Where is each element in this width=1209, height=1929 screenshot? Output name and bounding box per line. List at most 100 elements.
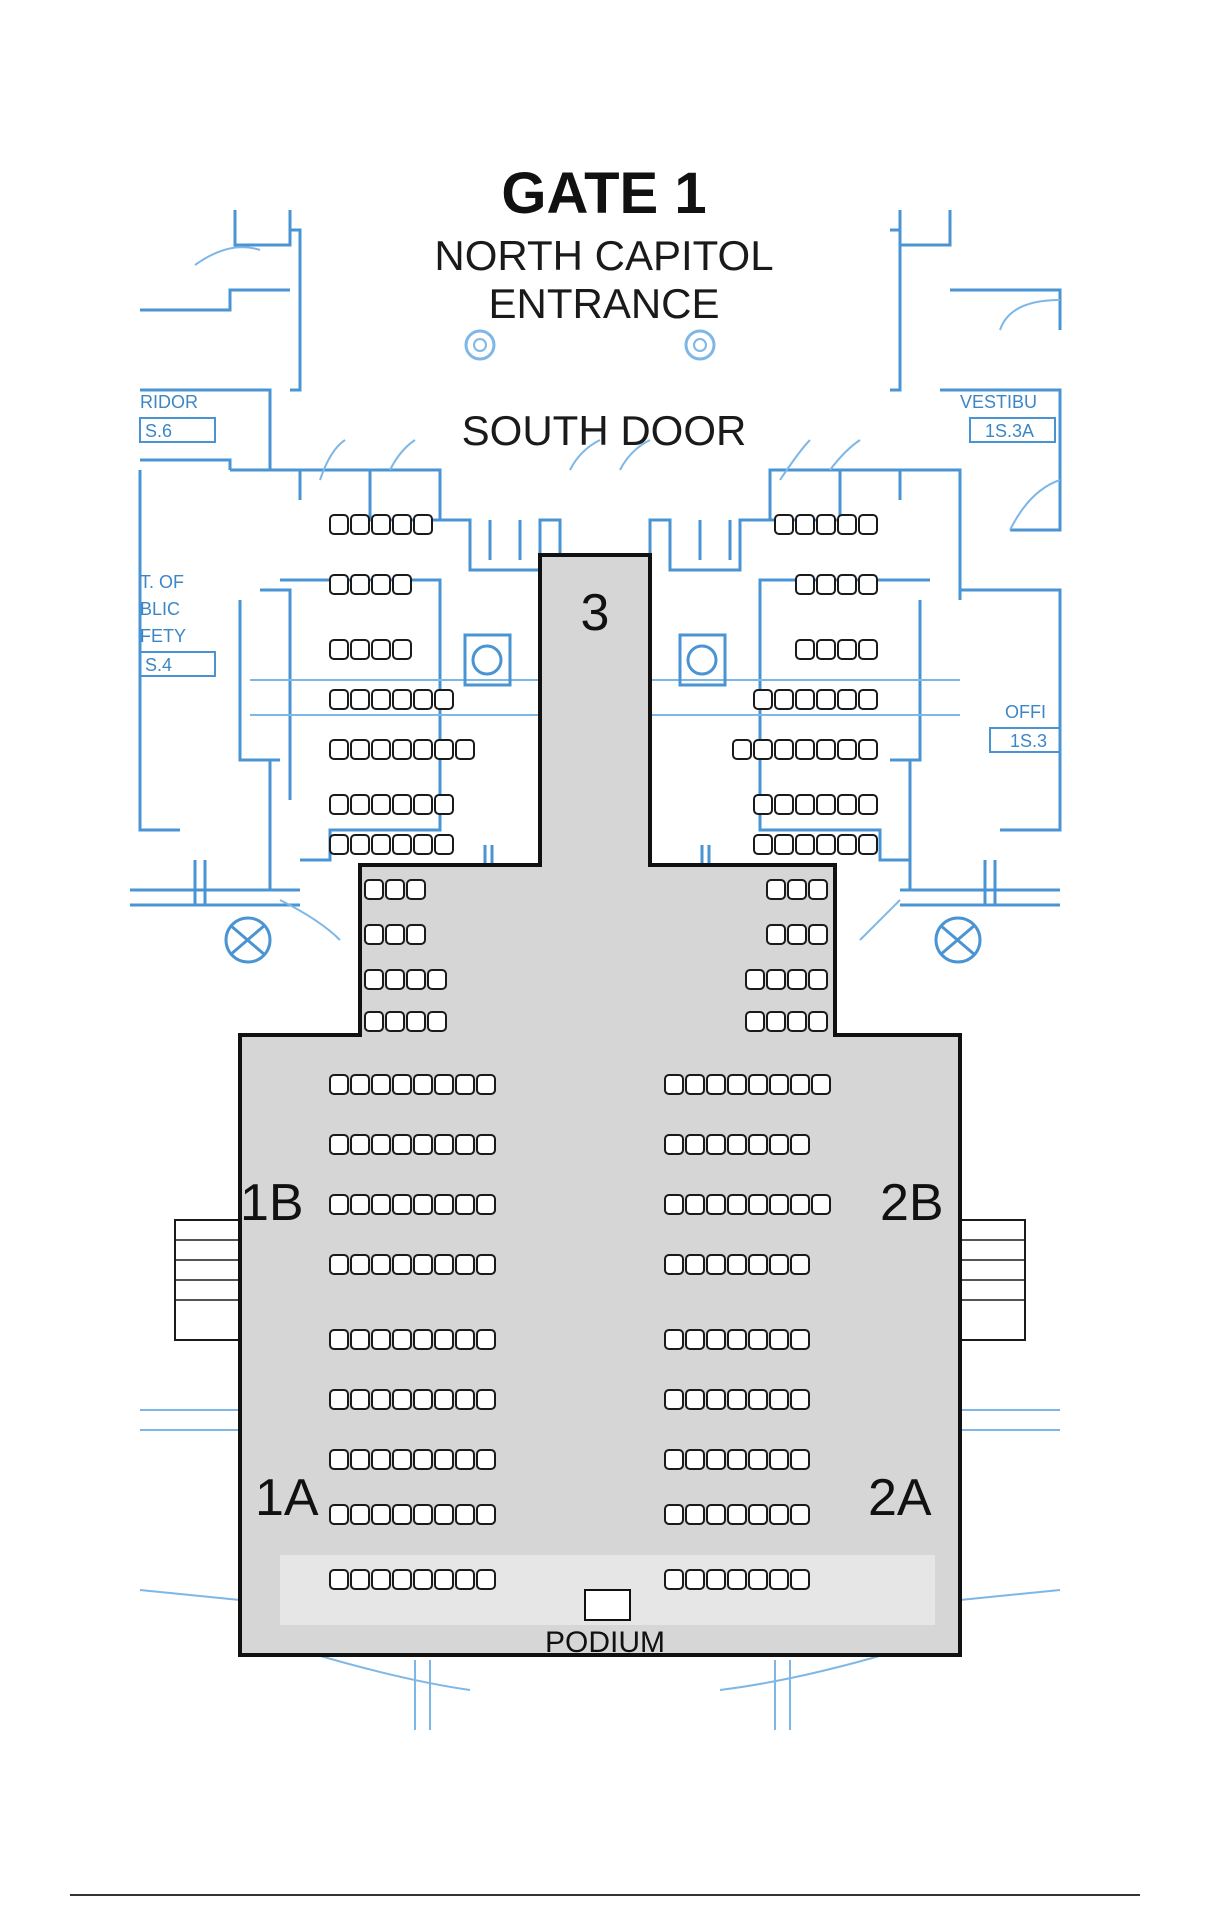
seat — [434, 1329, 454, 1350]
south-door-label: SOUTH DOOR — [462, 407, 747, 454]
seat — [455, 1504, 475, 1525]
seat — [808, 924, 828, 945]
seat — [769, 1194, 789, 1215]
seat — [664, 1194, 684, 1215]
left-dept-line-3: FETY — [140, 626, 186, 646]
seat — [427, 969, 447, 990]
left-dept-line-1: T. OF — [140, 572, 184, 592]
right-vestibule-code: 1S.3A — [985, 421, 1034, 441]
seat — [392, 1329, 412, 1350]
seat — [385, 969, 405, 990]
seat — [745, 1011, 765, 1032]
seat — [706, 1449, 726, 1470]
seat — [371, 639, 391, 660]
podium-label: PODIUM — [545, 1626, 665, 1659]
seat — [790, 1134, 810, 1155]
seat — [406, 1011, 426, 1032]
seat — [350, 1389, 370, 1410]
seat — [406, 924, 426, 945]
seat — [790, 1569, 810, 1590]
seat — [808, 969, 828, 990]
seat — [434, 1254, 454, 1275]
entrance-line-1: NORTH CAPITOL — [434, 232, 773, 279]
seat — [769, 1254, 789, 1275]
seat — [413, 739, 433, 760]
right-office-label: OFFI — [1005, 702, 1046, 722]
seat — [727, 1504, 747, 1525]
seat — [371, 1074, 391, 1095]
seat — [795, 639, 815, 660]
seat — [364, 924, 384, 945]
seat — [745, 969, 765, 990]
seat — [329, 1134, 349, 1155]
seat — [769, 1569, 789, 1590]
seat — [769, 1134, 789, 1155]
seat — [455, 1074, 475, 1095]
seat — [816, 739, 836, 760]
seat — [392, 689, 412, 710]
seat — [329, 1389, 349, 1410]
seat — [455, 1449, 475, 1470]
seat — [787, 924, 807, 945]
seat — [706, 1389, 726, 1410]
seat — [392, 639, 412, 660]
seat — [350, 834, 370, 855]
seat — [816, 639, 836, 660]
seat — [774, 514, 794, 535]
seat — [392, 1254, 412, 1275]
seat — [816, 794, 836, 815]
seat — [748, 1194, 768, 1215]
seat — [371, 1389, 391, 1410]
seat — [816, 574, 836, 595]
seat — [371, 1504, 391, 1525]
seat — [413, 1389, 433, 1410]
seat — [392, 1194, 412, 1215]
seat — [664, 1569, 684, 1590]
seat — [769, 1329, 789, 1350]
seat — [455, 739, 475, 760]
seat — [476, 1449, 496, 1470]
seat — [664, 1504, 684, 1525]
seat — [392, 739, 412, 760]
seat — [350, 639, 370, 660]
seat — [727, 1254, 747, 1275]
seat — [685, 1504, 705, 1525]
seat — [350, 1134, 370, 1155]
seat — [427, 1011, 447, 1032]
seat — [811, 1194, 831, 1215]
entrance-right-column-icon — [684, 329, 716, 361]
seat — [837, 794, 857, 815]
seat — [837, 639, 857, 660]
left-corridor-label: RIDOR — [140, 392, 198, 412]
seat — [434, 1504, 454, 1525]
seat — [811, 1074, 831, 1095]
seat — [706, 1329, 726, 1350]
seat — [748, 1329, 768, 1350]
seat — [748, 1504, 768, 1525]
seat — [727, 1569, 747, 1590]
seat — [476, 1389, 496, 1410]
seat — [371, 1569, 391, 1590]
seat — [434, 834, 454, 855]
seat — [837, 834, 857, 855]
seat — [371, 514, 391, 535]
seat — [434, 794, 454, 815]
seat — [476, 1569, 496, 1590]
seat — [350, 1194, 370, 1215]
seat — [774, 794, 794, 815]
seat — [769, 1074, 789, 1095]
seat — [392, 794, 412, 815]
seat — [392, 834, 412, 855]
seat — [795, 834, 815, 855]
seat — [748, 1389, 768, 1410]
seat — [371, 689, 391, 710]
seat — [392, 1504, 412, 1525]
seat — [350, 1449, 370, 1470]
seat — [371, 1254, 391, 1275]
seat — [413, 514, 433, 535]
seat — [371, 1329, 391, 1350]
seat — [350, 1504, 370, 1525]
seat — [329, 1569, 349, 1590]
seating-area-outline — [238, 553, 962, 1657]
